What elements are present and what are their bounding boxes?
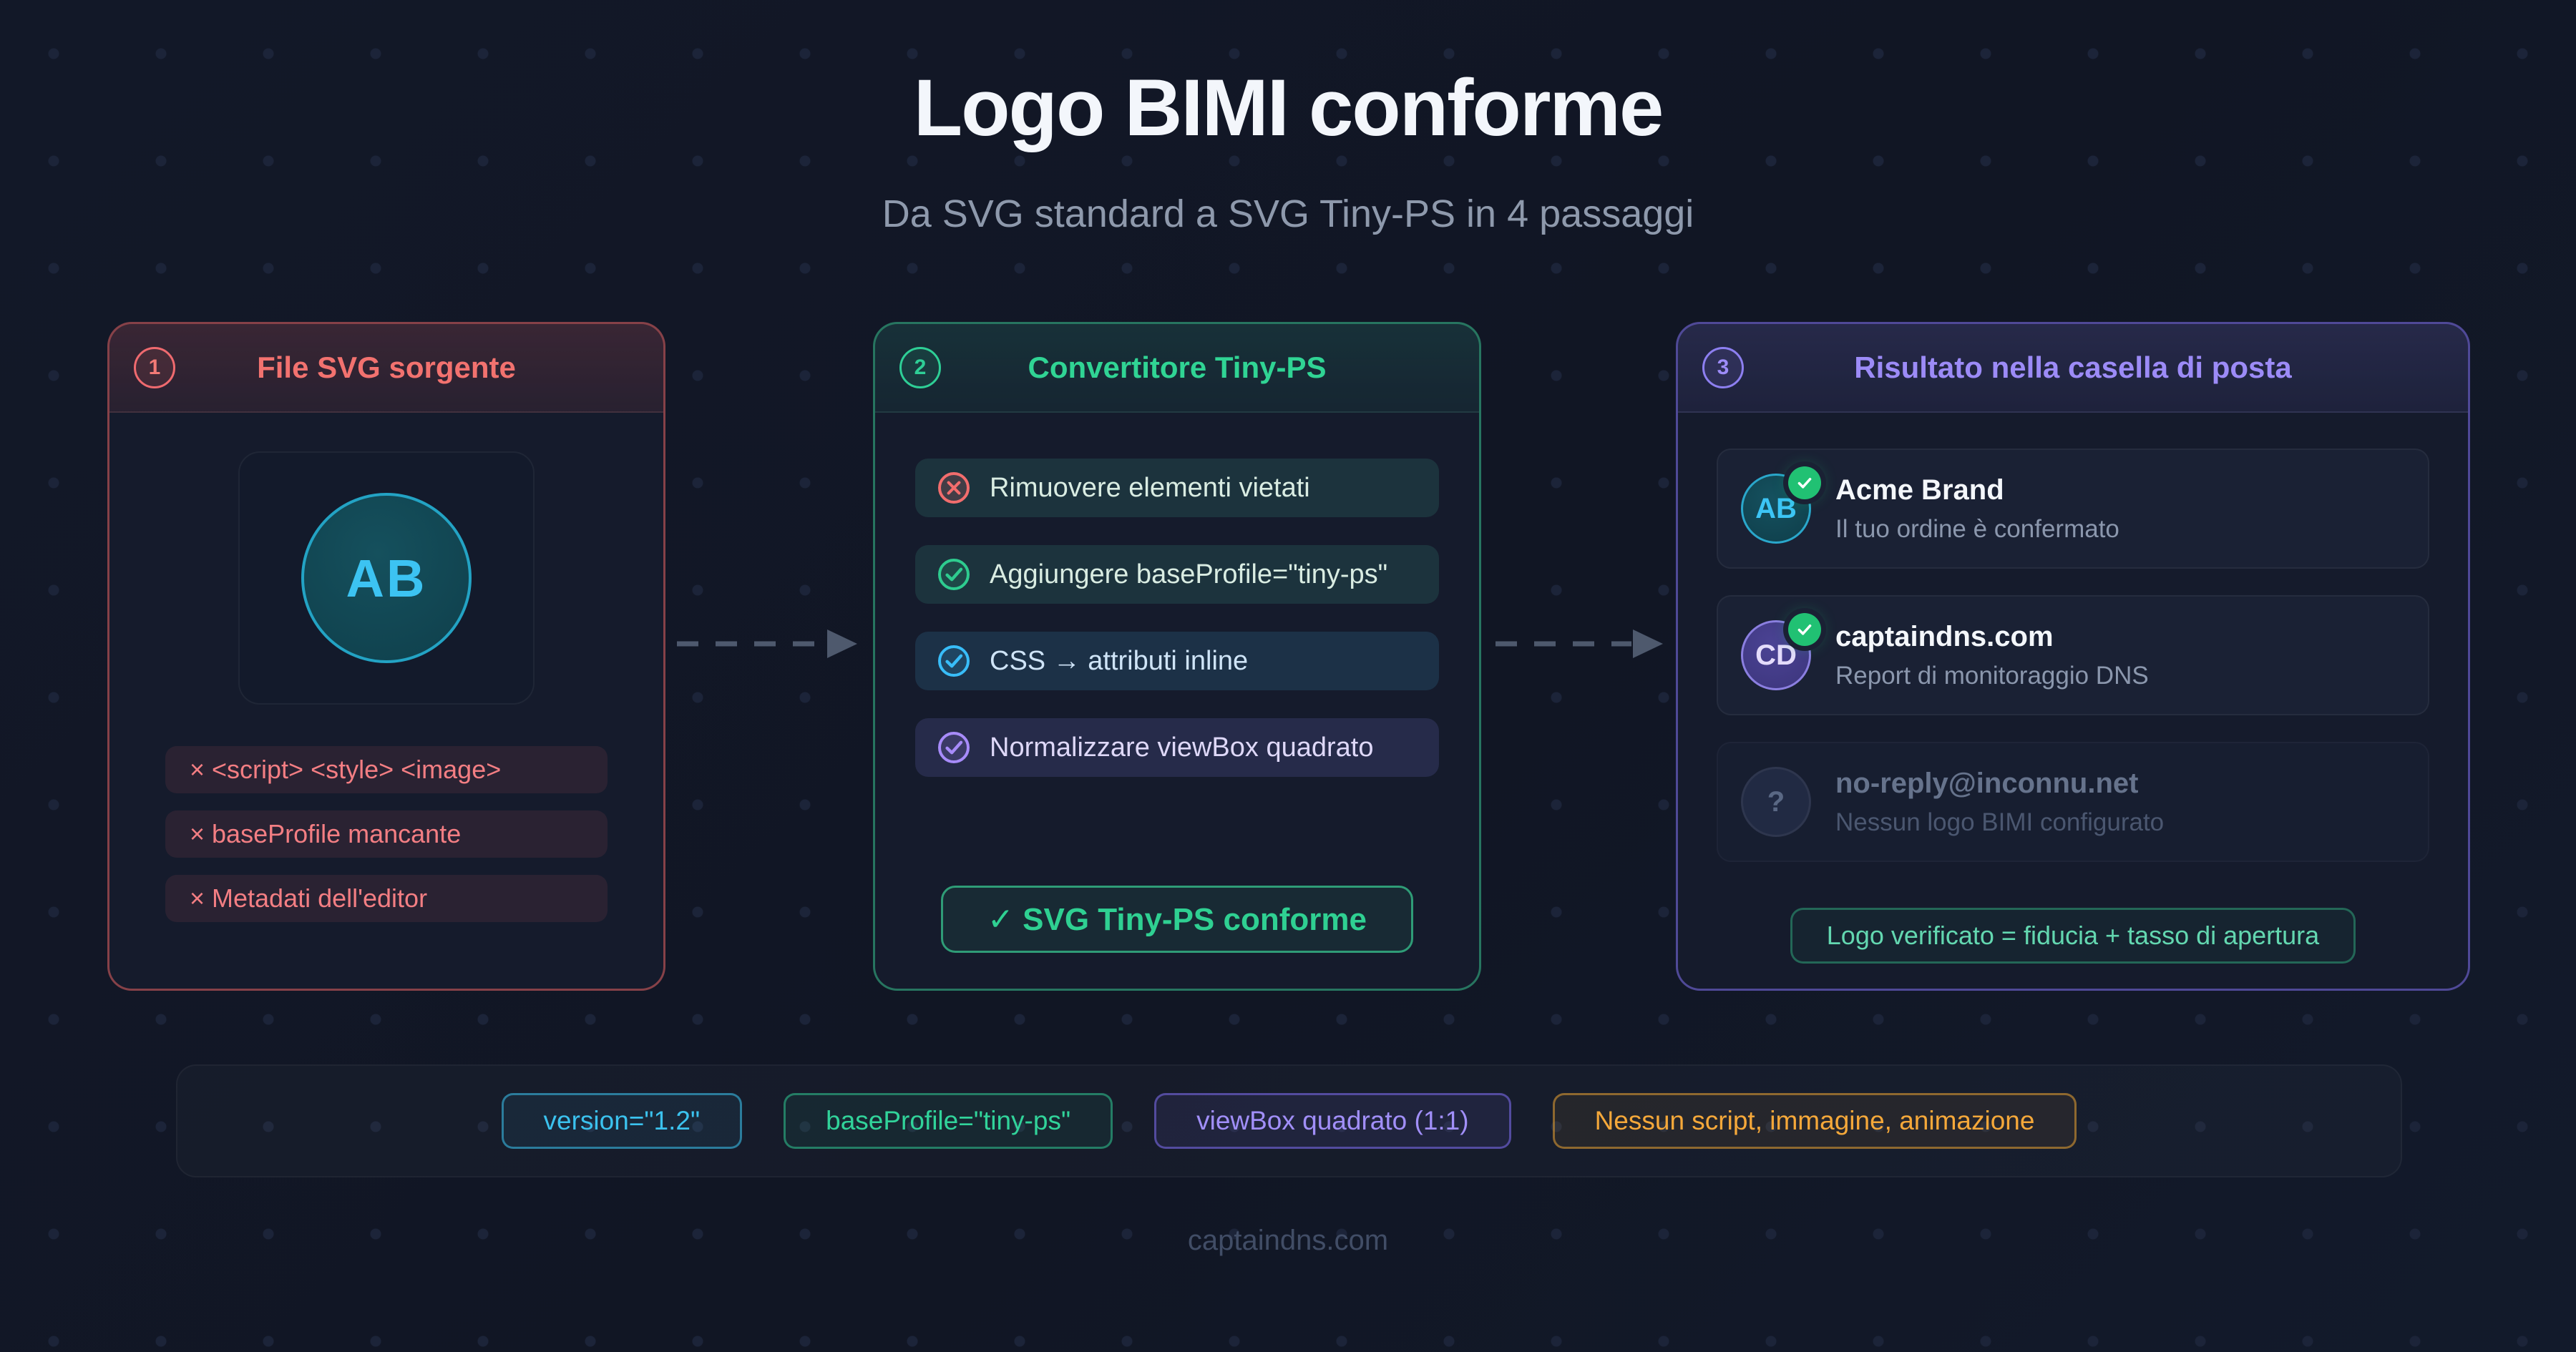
step-2-badge: 2 [899,347,941,388]
requirement-chip-viewbox: viewBox quadrato (1:1) [1154,1093,1511,1149]
avatar: CD [1741,613,1821,690]
check-circle-icon [938,732,970,763]
check-circle-icon [938,645,970,677]
issue-list: × <script> <style> <image> × baseProfile… [165,746,608,922]
issue-item: × baseProfile mancante [165,810,608,858]
flow-arrow-right-icon [1496,630,1663,658]
email-list: AB Acme Brand Il tuo ordine è confermato… [1717,449,2429,862]
card-source-header: 1 File SVG sorgente [109,324,663,413]
check-circle-icon [938,559,970,590]
email-sender: no-reply@inconnu.net [1835,767,2139,799]
conversion-step-list: Rimuovere elementi vietati Aggiungere ba… [915,459,1439,777]
card-converter: 2 Convertitore Tiny-PS Rimuovere element… [873,322,1481,991]
card-result-header: 3 Risultato nella casella di posta [1678,324,2468,413]
brand-logo-ab: AB [301,493,472,663]
page-title: Logo BIMI conforme [913,63,1664,152]
email-row-noreply: ? no-reply@inconnu.net Nessun logo BIMI … [1717,742,2429,862]
footer-brand: captaindns.com [1187,1225,1389,1256]
email-text: Acme Brand Il tuo ordine è confermato [1835,474,2119,544]
step-1-badge: 1 [134,347,175,388]
conversion-step-baseprofile: Aggiungere baseProfile="tiny-ps" [915,545,1439,604]
email-sender: captaindns.com [1835,620,2054,652]
card-result-body: AB Acme Brand Il tuo ordine è confermato… [1678,413,2468,964]
flow-arrow-right-icon [677,630,857,658]
email-text: no-reply@inconnu.net Nessun logo BIMI co… [1835,768,2164,837]
email-preview: Nessun logo BIMI configurato [1835,808,2165,836]
page-subtitle: Da SVG standard a SVG Tiny-PS in 4 passa… [882,192,1694,235]
email-sender: Acme Brand [1835,474,2004,506]
email-preview: Il tuo ordine è confermato [1835,514,2119,543]
step-3-badge: 3 [1702,347,1744,388]
card-converter-body: Rimuovere elementi vietati Aggiungere ba… [875,413,1479,953]
card-result-title: Risultato nella casella di posta [1854,351,2292,384]
email-row-captaindns: CD captaindns.com Report di monitoraggio… [1717,595,2429,715]
conversion-step-label: Rimuovere elementi vietati [990,472,1310,503]
avatar-unknown: ? [1741,767,1811,837]
requirement-chip-baseprofile: baseProfile="tiny-ps" [784,1093,1113,1149]
email-text: captaindns.com Report di monitoraggio DN… [1835,621,2149,690]
requirement-chip-version: version="1.2" [501,1093,743,1149]
requirement-chip-no-script: Nessun script, immagine, animazione [1552,1093,2077,1149]
tiny-ps-compliant-button: ✓ SVG Tiny-PS conforme [941,886,1413,953]
card-source-body: AB × <script> <style> <image> × baseProf… [109,413,663,922]
bimi-requirements-bar: version="1.2" baseProfile="tiny-ps" view… [176,1064,2402,1177]
avatar: AB [1741,466,1821,544]
conversion-step-viewbox: Normalizzare viewBox quadrato [915,718,1439,777]
email-preview: Report di monitoraggio DNS [1835,661,2149,690]
verified-check-icon [1788,613,1821,646]
card-source-svg: 1 File SVG sorgente AB × <script> <style… [107,322,665,991]
verified-check-icon [1788,466,1821,499]
avatar: ? [1741,767,1811,837]
conversion-step-label: Normalizzare viewBox quadrato [990,732,1374,763]
card-source-title: File SVG sorgente [257,351,516,384]
conversion-step-css-inline: CSS → attributi inline [915,632,1439,690]
email-row-acme: AB Acme Brand Il tuo ordine è confermato [1717,449,2429,569]
card-inbox-result: 3 Risultato nella casella di posta AB Ac… [1676,322,2470,991]
x-circle-icon [938,472,970,504]
conversion-step-label: Aggiungere baseProfile="tiny-ps" [990,559,1388,589]
issue-item: × <script> <style> <image> [165,746,608,793]
card-converter-title: Convertitore Tiny-PS [1028,351,1327,384]
verified-logo-benefit-pill: Logo verificato = fiducia + tasso di ape… [1790,908,2356,964]
conversion-step-remove-forbidden: Rimuovere elementi vietati [915,459,1439,517]
svg-preview-box: AB [238,451,535,705]
issue-item: × Metadati dell'editor [165,875,608,922]
conversion-step-label: CSS → attributi inline [990,645,1249,676]
card-converter-header: 2 Convertitore Tiny-PS [875,324,1479,413]
